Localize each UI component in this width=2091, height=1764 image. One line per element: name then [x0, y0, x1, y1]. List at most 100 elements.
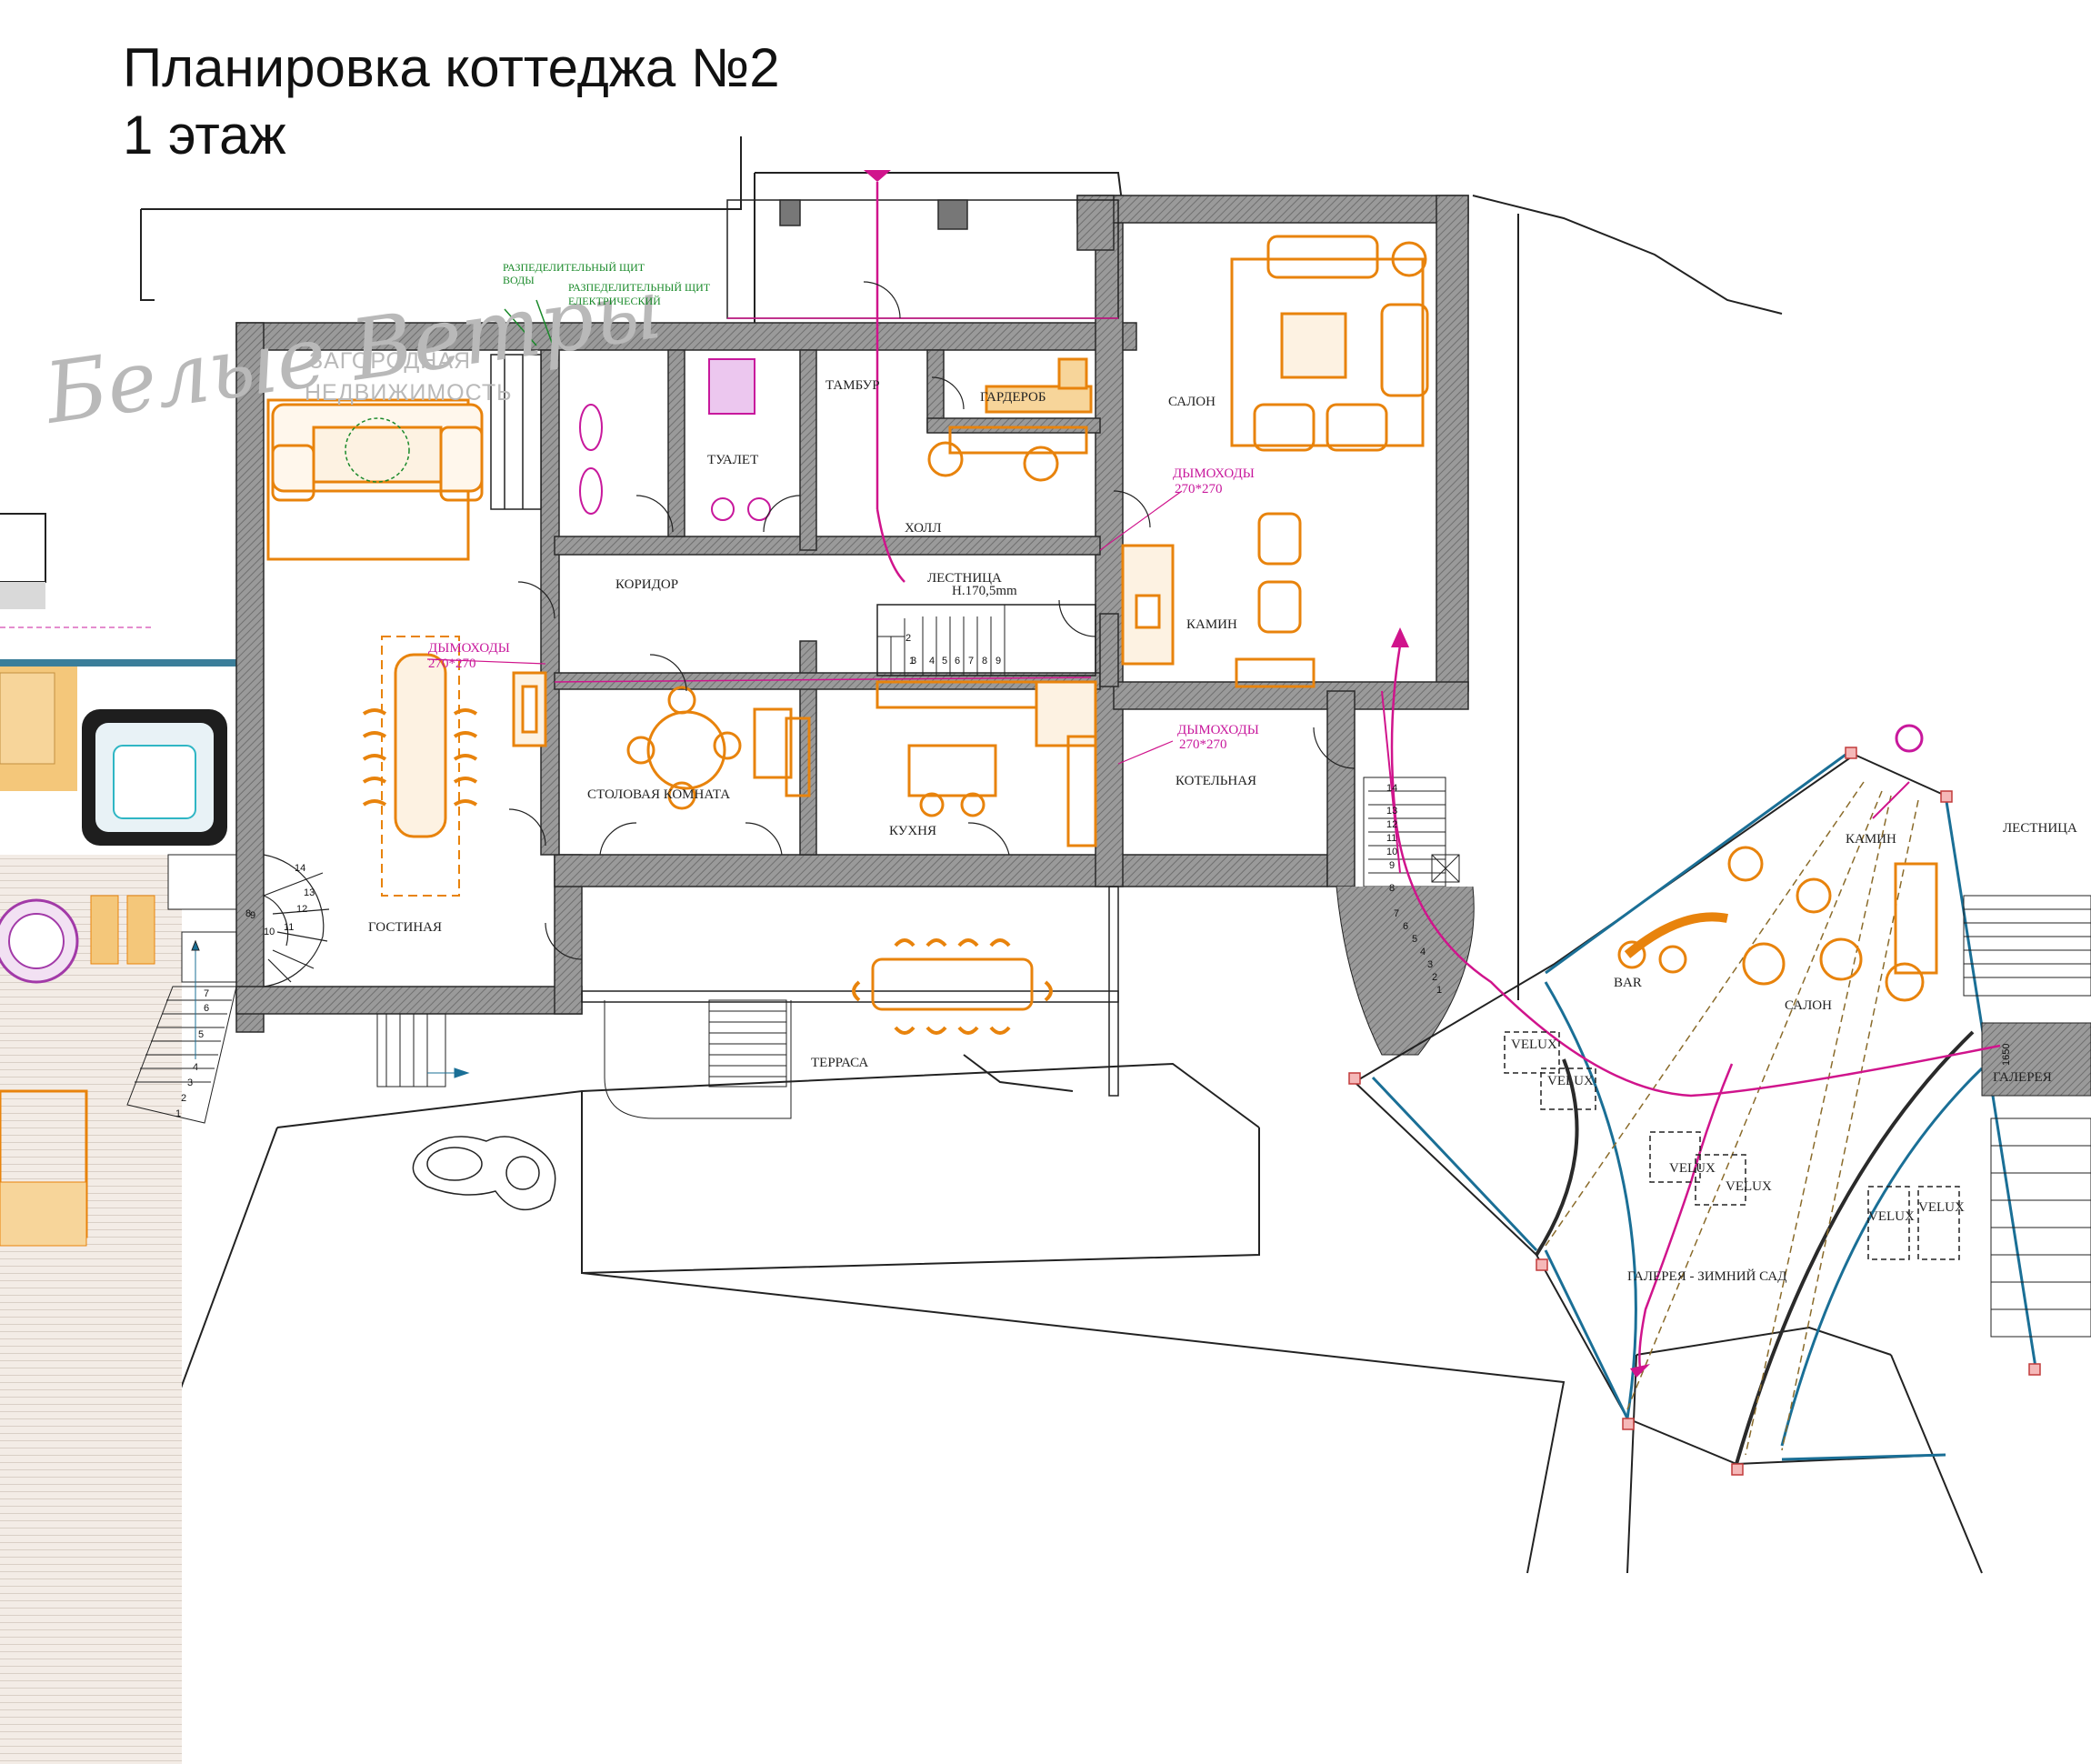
- electric-panels: [490, 354, 542, 510]
- room-garderob: ГАРДЕРОБ: [980, 390, 1046, 405]
- plan-title-line2: 1 этаж: [123, 105, 286, 165]
- left-step-4: 4: [193, 1062, 198, 1073]
- wing-walls: [1354, 753, 2038, 1466]
- panel-elec-line1: РАЗПЕДЕЛИТЕЛЬНЫЙ ЩИТ: [568, 281, 711, 294]
- galereya-dimension: 1650: [2001, 1044, 2012, 1066]
- flue-label-2-size: 270*270: [428, 656, 476, 671]
- room-kuhnya: КУХНЯ: [889, 824, 936, 838]
- flue-routes: [426, 182, 2001, 1374]
- spiral-step-14: 14: [295, 863, 305, 874]
- far-right-stair: [1963, 895, 2091, 1338]
- right-step-2: 2: [1432, 972, 1437, 983]
- right-step-8: 8: [1389, 883, 1395, 894]
- left-stair: [126, 931, 237, 1124]
- right-step-11: 11: [1386, 833, 1396, 844]
- left-step-3: 3: [187, 1077, 193, 1088]
- main-walls: [235, 195, 1469, 1097]
- flue-arrow-hall: [1391, 627, 1409, 647]
- hall-step-3: 3: [911, 656, 916, 667]
- room-lestnitsa-right: ЛЕСТНИЦА: [2003, 821, 2077, 836]
- flue-label-1-title: ДЫМОХОДЫ: [1173, 466, 1255, 481]
- room-koridor: КОРИДОР: [615, 577, 678, 592]
- velux-label-2: VELUX: [1547, 1074, 1594, 1088]
- velux-label-4: VELUX: [1726, 1179, 1772, 1194]
- room-galereya-sad: ГАЛЕРЕЯ - ЗИМНИЙ САД: [1627, 1268, 1786, 1284]
- hall-step-1: 1: [909, 656, 915, 667]
- room-galereya: ГАЛЕРЕЯ: [1993, 1070, 2052, 1085]
- velux-frames: [1504, 1031, 1960, 1260]
- room-lestnitsa-height: Н.170,5mm: [952, 584, 1017, 598]
- spiral-step-12: 12: [296, 904, 307, 915]
- hall-step-5: 5: [942, 656, 947, 667]
- logo-line2: НЕДВИЖИМОСТЬ: [305, 380, 513, 406]
- flue-arrow-garden: [1630, 1364, 1650, 1378]
- panel-elec-line2: ЕЛЕКТРИЧЕСКИЙ: [568, 295, 661, 307]
- room-gostinaya: ГОСТИНАЯ: [368, 920, 442, 935]
- left-step-1: 1: [175, 1108, 181, 1119]
- hall-step-8: 8: [982, 656, 987, 667]
- hall-stair: [876, 604, 1005, 677]
- hall-step-6: 6: [955, 656, 960, 667]
- room-kotelnaya: КОТЕЛЬНАЯ: [1176, 774, 1256, 788]
- green-markers: [345, 299, 555, 483]
- hall-step-2: 2: [905, 633, 911, 644]
- flue-label-3-size: 270*270: [1179, 737, 1227, 752]
- flue-label-1-size: 270*270: [1175, 482, 1223, 496]
- left-step-2: 2: [181, 1093, 186, 1104]
- panel-water-line1: РАЗПЕДЕЛИТЕЛЬНЫЙ ЩИТ: [503, 261, 645, 274]
- room-lestnitsa: ЛЕСТНИЦА: [927, 571, 1002, 586]
- doors: [508, 281, 1356, 960]
- wing-pillars: [1348, 747, 2041, 1476]
- room-holl: ХОЛЛ: [905, 521, 942, 536]
- spiral-step-8: 8: [245, 908, 251, 919]
- spiral-step-13: 13: [304, 887, 315, 898]
- left-step-6: 6: [204, 1003, 209, 1014]
- room-labels: САЛОН ТАМБУР ГАРДЕРОБ ТУАЛЕТ ХОЛЛ КОРИДО…: [368, 378, 2077, 1284]
- right-step-5: 5: [1412, 934, 1417, 945]
- hall-stair-numbers: 1 2 3 4 5 6 7 8 9: [905, 633, 1001, 667]
- right-step-12: 12: [1386, 819, 1397, 830]
- flue-label-2-title: ДЫМОХОДЫ: [428, 641, 510, 656]
- right-step-4: 4: [1420, 947, 1426, 957]
- velux-label-6: VELUX: [1918, 1200, 1965, 1215]
- left-step-7: 7: [204, 988, 209, 999]
- velux-label-1: VELUX: [1511, 1037, 1557, 1052]
- right-step-10: 10: [1386, 847, 1397, 857]
- flue-labels: ДЫМОХОДЫ 270*270 ДЫМОХОДЫ 270*270 ДЫМОХО…: [428, 466, 1259, 752]
- right-step-3: 3: [1427, 959, 1433, 970]
- right-stair-numbers: 1 2 3 4 5 6 7 8 9 10 11 12 13 14: [1386, 783, 1442, 996]
- room-salon-wing: САЛОН: [1785, 998, 1832, 1013]
- flue-label-3-title: ДЫМОХОДЫ: [1177, 723, 1259, 737]
- right-step-14: 14: [1386, 783, 1397, 794]
- right-step-7: 7: [1394, 908, 1399, 919]
- spiral-step-9: 9: [250, 910, 255, 921]
- logo-line1: ЗАГОРОДНАЯ: [309, 348, 471, 374]
- wing-fireplace-marker: [1895, 724, 1924, 753]
- velux-label-5: VELUX: [1868, 1209, 1915, 1224]
- right-step-6: 6: [1403, 921, 1408, 932]
- plan-title-line1: Планировка коттеджа №2: [123, 37, 780, 98]
- room-bar: BAR: [1614, 976, 1642, 990]
- pond: [412, 1136, 556, 1211]
- terrace-steps: [376, 999, 792, 1119]
- wing-dashed-beams: [1545, 781, 1919, 1456]
- spiral-step-10: 10: [264, 927, 275, 937]
- hall-step-9: 9: [995, 656, 1001, 667]
- velux-label-3: VELUX: [1669, 1161, 1716, 1176]
- right-stair-block: [1336, 777, 1475, 1056]
- flue-arrow-top: [864, 170, 891, 182]
- spiral-stair-numbers: 8 9 10 11 12 13 14: [245, 863, 315, 937]
- right-step-1: 1: [1436, 985, 1442, 996]
- room-tualet: ТУАЛЕТ: [707, 453, 758, 467]
- sanitary: [579, 358, 771, 521]
- panel-labels: РАЗПЕДЕЛИТЕЛЬНЫЙ ЩИТ ВОДЫ РАЗПЕДЕЛИТЕЛЬН…: [503, 261, 711, 307]
- room-kamin-main: КАМИН: [1186, 617, 1237, 632]
- hall-step-4: 4: [929, 656, 935, 667]
- room-kamin-wing: КАМИН: [1846, 832, 1896, 847]
- room-stolovaya: СТОЛОВАЯ КОМНАТА: [587, 787, 730, 802]
- right-step-9: 9: [1389, 860, 1395, 871]
- room-tambur: ТАМБУР: [825, 378, 880, 393]
- panel-water-line2: ВОДЫ: [503, 274, 535, 286]
- right-step-13: 13: [1386, 806, 1397, 817]
